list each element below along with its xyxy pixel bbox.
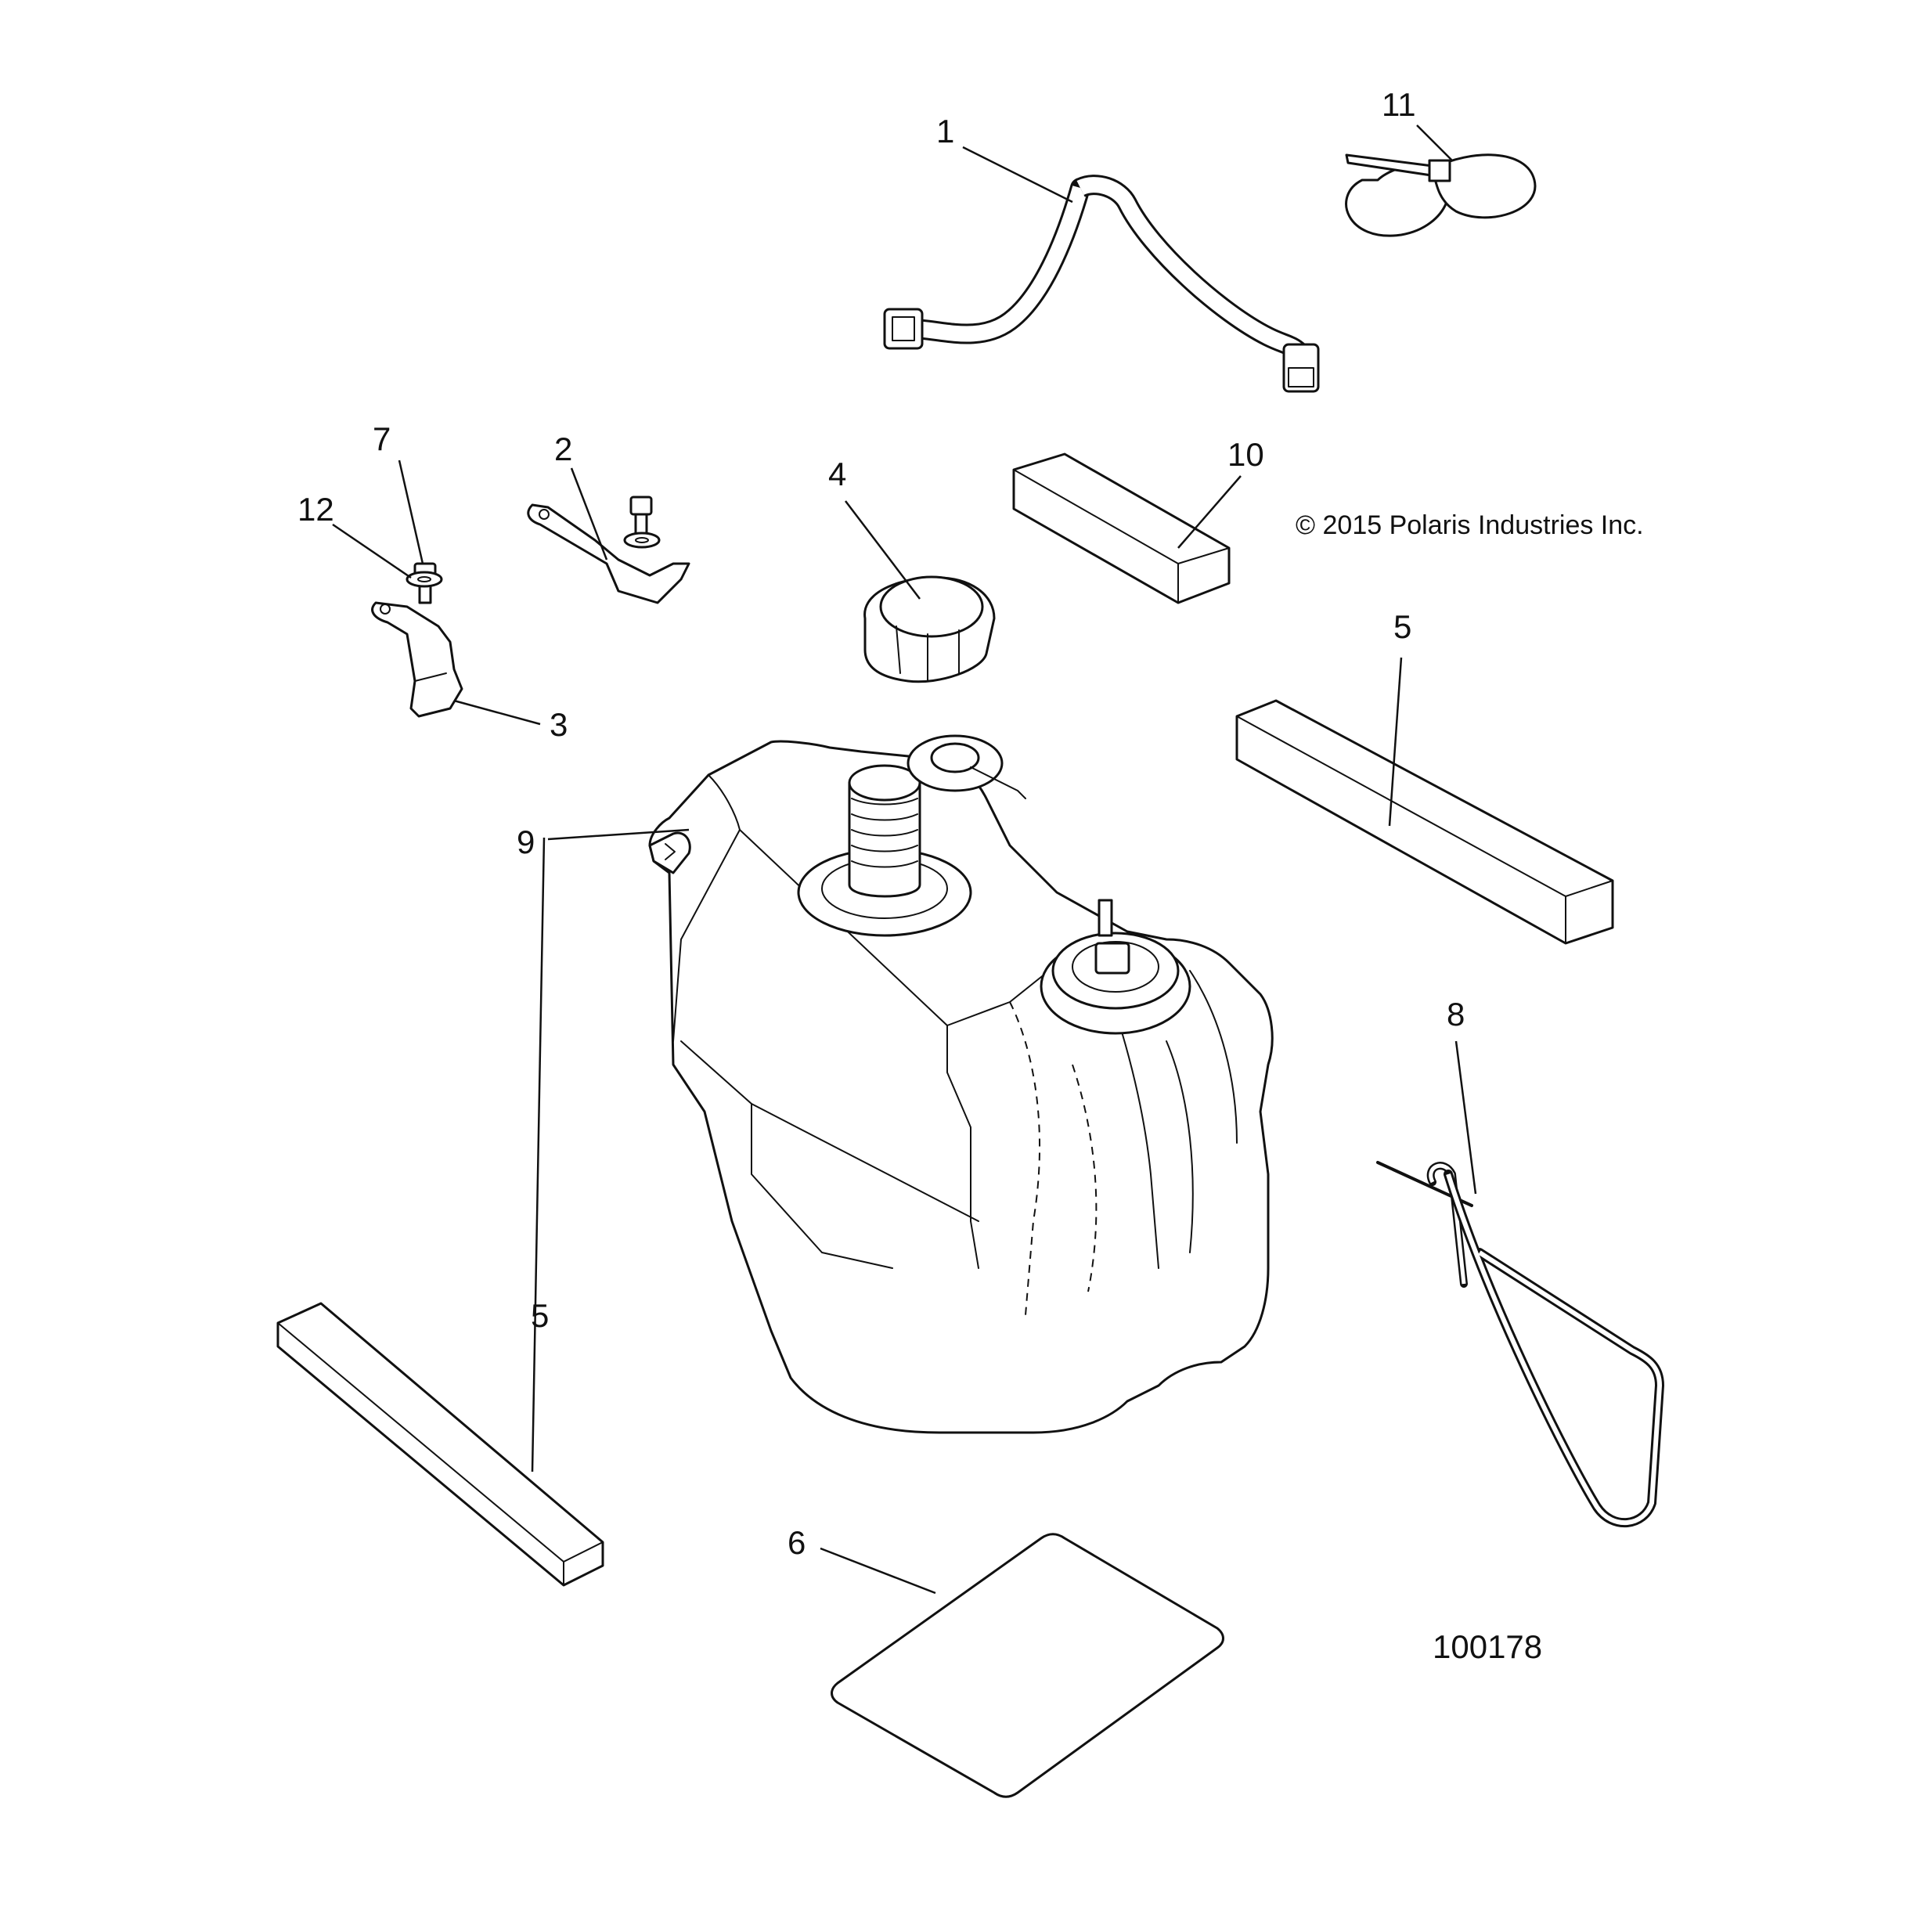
callout-8: 8 [1447,996,1465,1033]
callout-5-left: 5 [531,1297,549,1334]
leader-9 [547,828,690,841]
foam-block-part-5-left [276,1302,604,1587]
callout-6: 6 [788,1524,806,1561]
fuel-cap-part-4 [863,575,996,683]
figure-number: 100178 [1433,1628,1542,1665]
foam-block-part-10 [1012,452,1231,604]
leader-1 [962,146,1073,204]
foam-block-part-5-right [1235,699,1614,945]
washer-part-12 [406,571,443,588]
leader-lines [332,124,1477,1595]
leader-7 [398,460,424,564]
cable-tie-part-11 [1345,153,1537,237]
callout-4: 4 [828,456,846,492]
leader-8 [1454,1040,1477,1195]
leader-5-right [1388,657,1403,827]
bracket-part-3 [371,601,463,718]
rod-part-8 [1376,1161,1664,1528]
copyright-notice: © 2015 Polaris Industries Inc. [1296,510,1644,540]
bolt-near-bracket-2 [623,496,661,549]
callout-2: 2 [554,431,572,467]
fuel-tank-part-9 [648,734,1274,1434]
callout-10: 10 [1227,436,1264,473]
leader-5-left [531,837,546,1472]
leader-6 [820,1547,936,1595]
callout-7: 7 [373,420,391,457]
leader-11 [1416,124,1453,161]
hose-part-1 [883,175,1320,393]
leader-12 [332,523,412,579]
callout-5-right: 5 [1393,608,1411,645]
callout-1: 1 [936,113,954,150]
leader-3 [453,699,541,726]
callout-11: 11 [1382,86,1416,123]
leader-2 [570,467,608,560]
bracket-part-2 [527,503,690,604]
callout-12: 12 [297,491,334,528]
pad-part-6 [831,1533,1224,1798]
callout-3: 3 [550,706,568,743]
leader-10 [1177,475,1242,549]
callout-9: 9 [517,824,535,860]
leader-4 [845,500,921,600]
